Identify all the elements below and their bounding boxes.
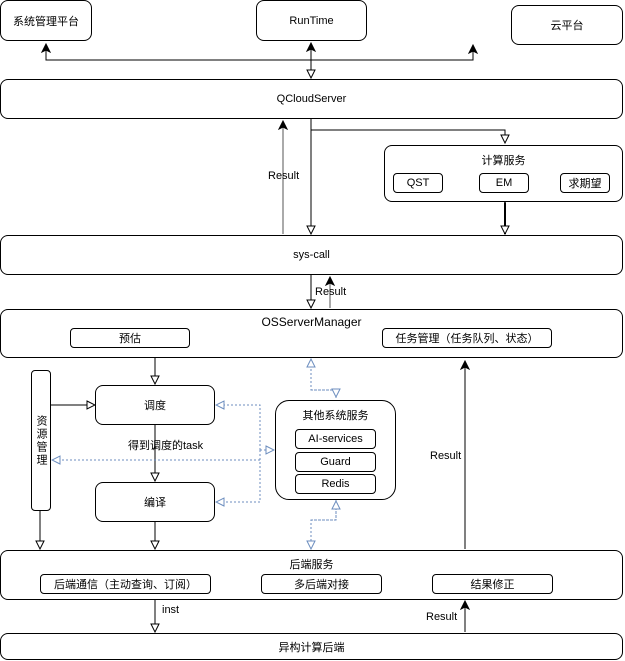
compute-item-label: EM xyxy=(495,177,513,189)
result-correction-module[interactable]: 结果修正 xyxy=(432,574,553,594)
other-service-guard[interactable]: Guard xyxy=(295,452,376,472)
scheduled-task-label: 得到调度的task xyxy=(128,440,204,452)
other-service-label: Redis xyxy=(321,478,350,490)
osserver-title: OSServerManager xyxy=(261,315,362,329)
resource-mgmt-node[interactable]: 资源管理 xyxy=(31,370,51,511)
backend-module-label: 结果修正 xyxy=(470,579,515,591)
inst-label: inst xyxy=(162,604,180,616)
hetero-backend-node[interactable]: 异构计算后端 xyxy=(0,633,623,660)
cloud-label: 云平台 xyxy=(550,20,584,32)
resource-mgmt-label: 资源管理 xyxy=(35,414,47,467)
compute-item-label: 求期望 xyxy=(568,178,602,190)
result-label-qcloud: Result xyxy=(268,170,300,182)
schedule-label: 调度 xyxy=(144,400,166,412)
edge-other-to-schedule xyxy=(216,405,261,450)
task-mgmt-label: 任务管理（任务队列、状态） xyxy=(395,333,539,345)
syscall-node[interactable]: sys-call xyxy=(0,235,623,275)
result-label-os: Result xyxy=(430,450,462,462)
backend-module-label: 多后端对接 xyxy=(294,579,349,591)
compute-item-expectation[interactable]: 求期望 xyxy=(560,173,610,193)
qcloudserver-node[interactable]: QCloudServer xyxy=(0,79,623,119)
compute-item-qst[interactable]: QST xyxy=(393,173,443,193)
multi-backend-module[interactable]: 多后端对接 xyxy=(261,574,382,594)
other-service-label: Guard xyxy=(320,456,351,468)
compute-item-em[interactable]: EM xyxy=(479,173,529,193)
edge-backend-to-other xyxy=(311,501,336,521)
system-mgmt-node[interactable]: 系统管理平台 xyxy=(0,0,92,41)
edge-other-to-backend xyxy=(311,500,337,549)
task-mgmt-module[interactable]: 任务管理（任务队列、状态） xyxy=(382,328,552,348)
compile-node[interactable]: 编译 xyxy=(95,482,215,522)
cloud-node[interactable]: 云平台 xyxy=(511,5,623,45)
edge-to-system-mgmt xyxy=(46,44,312,74)
other-services-title: 其他系统服务 xyxy=(302,410,369,422)
edge-os-to-other xyxy=(311,390,336,397)
other-service-label: AI-services xyxy=(308,433,363,445)
other-service-ai[interactable]: AI-services xyxy=(295,429,376,449)
syscall-label: sys-call xyxy=(293,249,330,261)
system-mgmt-label: 系统管理平台 xyxy=(13,15,79,28)
backend-module-label: 后端通信（主动查询、订阅） xyxy=(54,579,197,591)
edge-qcloud-to-compute xyxy=(311,129,505,143)
compute-service-title: 计算服务 xyxy=(481,155,526,167)
result-label-backend: Result xyxy=(426,611,458,623)
qcloudserver-label: QCloudServer xyxy=(276,93,347,105)
edge-other-to-os xyxy=(311,359,337,398)
other-service-redis[interactable]: Redis xyxy=(295,474,376,494)
result-label-syscall: Result xyxy=(315,286,347,298)
edge-to-cloud xyxy=(311,45,473,61)
estimate-label: 预估 xyxy=(119,333,141,345)
backend-comm-module[interactable]: 后端通信（主动查询、订阅） xyxy=(40,574,211,594)
schedule-node[interactable]: 调度 xyxy=(95,385,215,425)
compile-label: 编译 xyxy=(144,497,166,509)
backend-service-title: 后端服务 xyxy=(289,559,334,571)
edge-other-to-compile xyxy=(216,450,261,502)
estimate-module[interactable]: 预估 xyxy=(70,328,190,348)
hetero-backend-label: 异构计算后端 xyxy=(278,641,345,654)
runtime-node[interactable]: RunTime xyxy=(256,0,367,41)
compute-item-label: QST xyxy=(406,177,430,189)
runtime-label: RunTime xyxy=(289,14,334,27)
